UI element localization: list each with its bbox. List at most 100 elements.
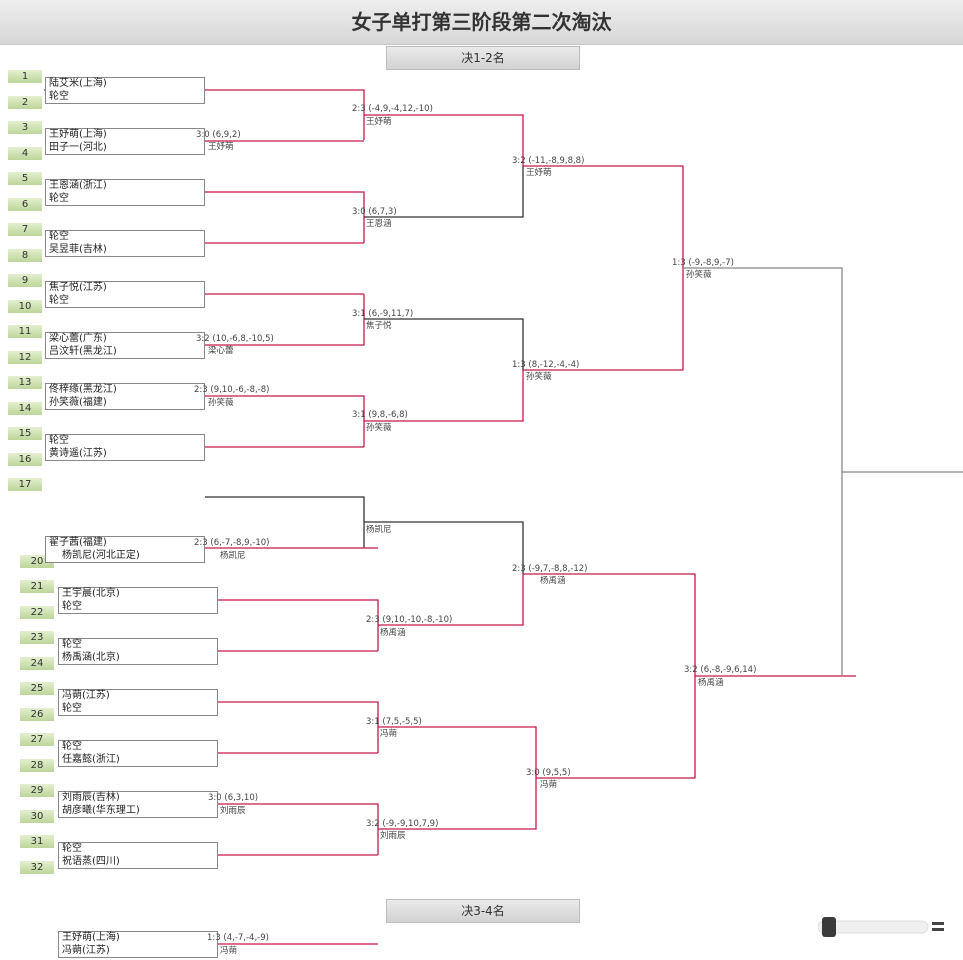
- qf-line: [523, 573, 696, 676]
- r2-line: [364, 370, 524, 422]
- match-winner: 王恩涵: [366, 219, 392, 229]
- match-winner: 焦子悦: [366, 321, 392, 331]
- r1-line: [217, 599, 379, 651]
- match-score: 2:3 (-9,7,-8,8,-12): [512, 564, 588, 574]
- player-name: 任嘉懿(浙江): [62, 754, 120, 765]
- match-score: 3:2 (10,-6,8,-10,5): [196, 334, 274, 344]
- match-winner: 孙笑薇: [686, 270, 712, 280]
- match-score: 3:0 (6,9,2): [196, 130, 241, 140]
- player-name: 孙笑薇(福建): [49, 397, 107, 408]
- r2-line: [378, 726, 537, 778]
- match-winner: 杨凯尼: [220, 551, 246, 561]
- player-name: 黄诗遥(江苏): [49, 448, 107, 459]
- player-name: 轮空: [62, 741, 82, 752]
- r2-line: [364, 114, 524, 166]
- r1-line: [205, 191, 365, 243]
- player-box[interactable]: 王妤萌(上海)冯蒴(江苏): [58, 931, 218, 958]
- scroll-thumb-icon: [822, 917, 836, 937]
- r1-line: [205, 395, 365, 447]
- third-place-section-tab[interactable]: 决3-4名: [386, 899, 580, 923]
- match-score: 3:1 (7,5,-5,5): [366, 717, 422, 727]
- player-box[interactable]: 陆艾米(上海) 轮空: [45, 77, 205, 104]
- match-winner: 冯蒴: [220, 946, 238, 956]
- seed-label: 13: [8, 376, 42, 389]
- seed-label: 22: [20, 606, 54, 619]
- match-winner: 王妤萌: [208, 142, 234, 152]
- player-box[interactable]: 王恩涵(浙江) 轮空: [45, 179, 205, 206]
- seed-label: 8: [8, 249, 42, 262]
- player-name: 杨禹涵(北京): [62, 652, 120, 663]
- sf-line: [841, 471, 963, 676]
- seed-label: 29: [20, 784, 54, 797]
- match-winner: 杨禹涵: [698, 678, 724, 688]
- player-name: 陆艾米(上海): [49, 78, 107, 89]
- r1-line: [217, 701, 379, 753]
- seed-label: 6: [8, 198, 42, 211]
- player-box[interactable]: 轮空黄诗遥(江苏): [45, 434, 205, 461]
- final-section-tab[interactable]: 决1-2名: [386, 46, 580, 70]
- qf-line: [523, 165, 684, 268]
- player-name: 祝语蒸(四川): [62, 856, 120, 867]
- match-winner: 王妤萌: [526, 168, 552, 178]
- player-name: 杨凯尼(河北正定): [62, 550, 140, 561]
- player-name: 佟梓缘(黑龙江): [49, 384, 117, 395]
- seed-label: 14: [8, 402, 42, 415]
- match-winner: 刘雨辰: [380, 831, 406, 841]
- player-box[interactable]: 王妤萌(上海)田子一(河北): [45, 128, 205, 155]
- r1-line: [205, 496, 365, 548]
- match-score: 1:3 (8,-12,-4,-4): [512, 360, 580, 370]
- match-score: 3:0 (9,5,5): [526, 768, 571, 778]
- match-score: 3:1 (9,8,-6,8): [352, 410, 408, 420]
- match-score: 2:3 (9,10,-6,-8,-8): [194, 385, 270, 395]
- r2-line: [378, 574, 524, 626]
- player-box[interactable]: 佟梓缘(黑龙江) 孙笑薇(福建): [45, 383, 205, 410]
- seed-label: 32: [20, 861, 54, 874]
- player-box[interactable]: 轮空吴昱菲(吉林): [45, 230, 205, 257]
- player-name: 轮空: [49, 231, 69, 242]
- r2-line: [364, 318, 524, 370]
- player-box[interactable]: 王宇晨(北京)轮空: [58, 587, 218, 614]
- seed-label: 12: [8, 351, 42, 364]
- player-box[interactable]: 焦子悦(江苏)轮空: [45, 281, 205, 308]
- player-box[interactable]: 翟子茜(福建)杨凯尼(河北正定): [45, 536, 205, 563]
- r2-line: [378, 778, 537, 830]
- player-name: 轮空: [49, 435, 69, 446]
- seed-label: 26: [20, 708, 54, 721]
- seed-label: 15: [8, 427, 42, 440]
- seed-label: 24: [20, 657, 54, 670]
- player-name: 冯蒴(江苏): [62, 690, 110, 701]
- player-name: 轮空: [62, 703, 82, 714]
- player-name: 轮空: [49, 193, 69, 204]
- match-score: 2:3 (6,-7,-8,9,-10): [194, 538, 270, 548]
- seed-label: 9: [8, 274, 42, 287]
- player-name: 焦子悦(江苏): [49, 282, 107, 293]
- qf-line: [536, 676, 696, 779]
- player-box[interactable]: 冯蒴(江苏) 轮空: [58, 689, 218, 716]
- player-box[interactable]: 轮空杨禹涵(北京): [58, 638, 218, 665]
- seed-label: 1: [8, 70, 42, 83]
- match-winner: 孙笑薇: [366, 423, 392, 433]
- match-winner: 孙笑薇: [208, 398, 234, 408]
- match-winner: 刘雨辰: [220, 806, 246, 816]
- player-box[interactable]: 梁心蕾(广东)吕汶轩(黑龙江): [45, 332, 205, 359]
- match-winner: 杨凯尼: [366, 525, 392, 535]
- player-name: 梁心蕾(广东): [49, 333, 107, 344]
- match-score: 3:0 (6,7,3): [352, 207, 397, 217]
- player-box[interactable]: 刘雨辰(吉林)胡彦曦(华东理工): [58, 791, 218, 818]
- player-name: 轮空: [62, 843, 82, 854]
- player-name: 王恩涵(浙江): [49, 180, 107, 191]
- page-title: 女子单打第三阶段第二次淘汰: [0, 0, 963, 45]
- player-name: 冯蒴(江苏): [62, 945, 110, 956]
- player-name: 轮空: [62, 601, 82, 612]
- player-box[interactable]: 轮空任嘉懿(浙江): [58, 740, 218, 767]
- viewer-toolbar[interactable]: [818, 915, 946, 939]
- player-name: 轮空: [49, 91, 69, 102]
- player-box[interactable]: 轮空祝语蒸(四川): [58, 842, 218, 869]
- r2-line: [364, 521, 524, 574]
- seed-label: 4: [8, 147, 42, 160]
- match-score: 2:3 (-4,9,-4,12,-10): [352, 104, 433, 114]
- seed-label: 31: [20, 835, 54, 848]
- player-name: 刘雨辰(吉林): [62, 792, 120, 803]
- player-name: 吴昱菲(吉林): [49, 244, 107, 255]
